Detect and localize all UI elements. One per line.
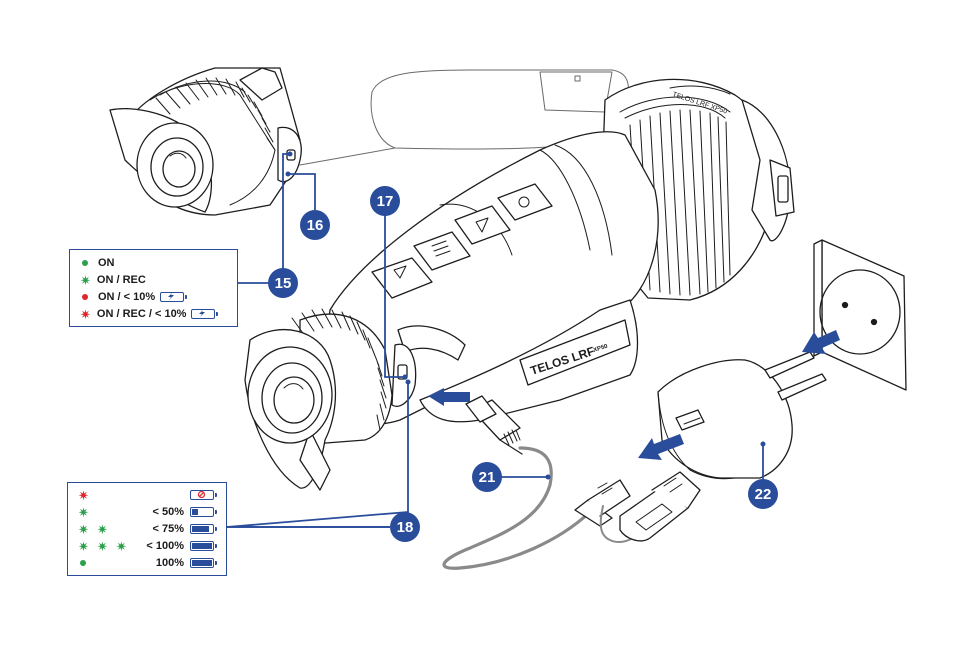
- legend-label: ON / REC: [97, 274, 146, 286]
- green-star-icon: ✷: [116, 540, 127, 553]
- power-indicator-legend: ON ✷ ON / REC ON / < 10% ✷ ON / REC / < …: [69, 249, 238, 327]
- charging-indicator-legend: ✷ ✷ < 50% ✷ ✷ < 75% ✷ ✷ ✷ < 100%: [67, 482, 227, 576]
- legend-row: ✷ ✷ ✷: [78, 538, 127, 554]
- legend-row: ✷ ✷: [78, 521, 108, 537]
- legend-row: ✷ ON / REC / < 10%: [80, 306, 215, 322]
- legend-row: ✷: [78, 504, 89, 520]
- callout-22: 22: [748, 479, 778, 509]
- legend-label: ON: [98, 257, 115, 269]
- legend-row: [80, 555, 86, 571]
- eyepiece: [245, 309, 392, 490]
- legend-label: 100%: [156, 557, 184, 569]
- green-dot-icon: [80, 560, 86, 566]
- legend-row: < 100%: [138, 538, 184, 554]
- callout-16: 16: [300, 210, 330, 240]
- callout-18: 18: [390, 512, 420, 542]
- battery-icon: [190, 524, 214, 534]
- green-star-icon: ✷: [78, 523, 89, 536]
- green-dot-icon: [82, 260, 88, 266]
- callout-15: 15: [268, 268, 298, 298]
- legend-label: ON / REC / < 10%: [97, 308, 187, 320]
- legend-row: ✷ ON / REC: [80, 272, 146, 288]
- callout-17: 17: [370, 186, 400, 216]
- legend-label: ON / < 10%: [98, 291, 155, 303]
- legend-row: 100%: [138, 555, 184, 571]
- wall-charger: [658, 352, 826, 479]
- legend-row: ON: [82, 255, 115, 271]
- battery-icon: [190, 558, 214, 568]
- callout-21: 21: [472, 462, 502, 492]
- green-star-icon: ✷: [97, 523, 108, 536]
- legend-row: [190, 521, 214, 537]
- red-star-icon: ✷: [78, 489, 89, 502]
- legend-row: [190, 555, 214, 571]
- wall-socket: [814, 240, 906, 390]
- legend-row: < 50%: [138, 504, 184, 520]
- legend-label: < 75%: [153, 523, 185, 535]
- battery-icon: [190, 507, 214, 517]
- legend-row: ✷: [78, 487, 89, 503]
- green-star-icon: ✷: [78, 506, 89, 519]
- battery-charging-icon: [191, 309, 215, 319]
- legend-row: [190, 504, 214, 520]
- eyepiece-inset: [110, 68, 301, 215]
- legend-label: < 100%: [146, 540, 184, 552]
- green-star-icon: ✷: [78, 540, 89, 553]
- charger-pin: [778, 374, 826, 400]
- legend-row: ON / < 10%: [82, 289, 184, 305]
- charger-pin: [765, 352, 814, 378]
- battery-icon: [190, 541, 214, 551]
- legend-label: < 50%: [153, 506, 185, 518]
- battery-charging-icon: [160, 292, 184, 302]
- red-star-icon: ✷: [80, 308, 91, 321]
- legend-row: [190, 538, 214, 554]
- battery-fault-icon: [190, 490, 214, 500]
- green-star-icon: ✷: [80, 274, 91, 287]
- legend-row: < 75%: [138, 521, 184, 537]
- red-dot-icon: [82, 294, 88, 300]
- green-star-icon: ✷: [97, 540, 108, 553]
- legend-row: [190, 487, 214, 503]
